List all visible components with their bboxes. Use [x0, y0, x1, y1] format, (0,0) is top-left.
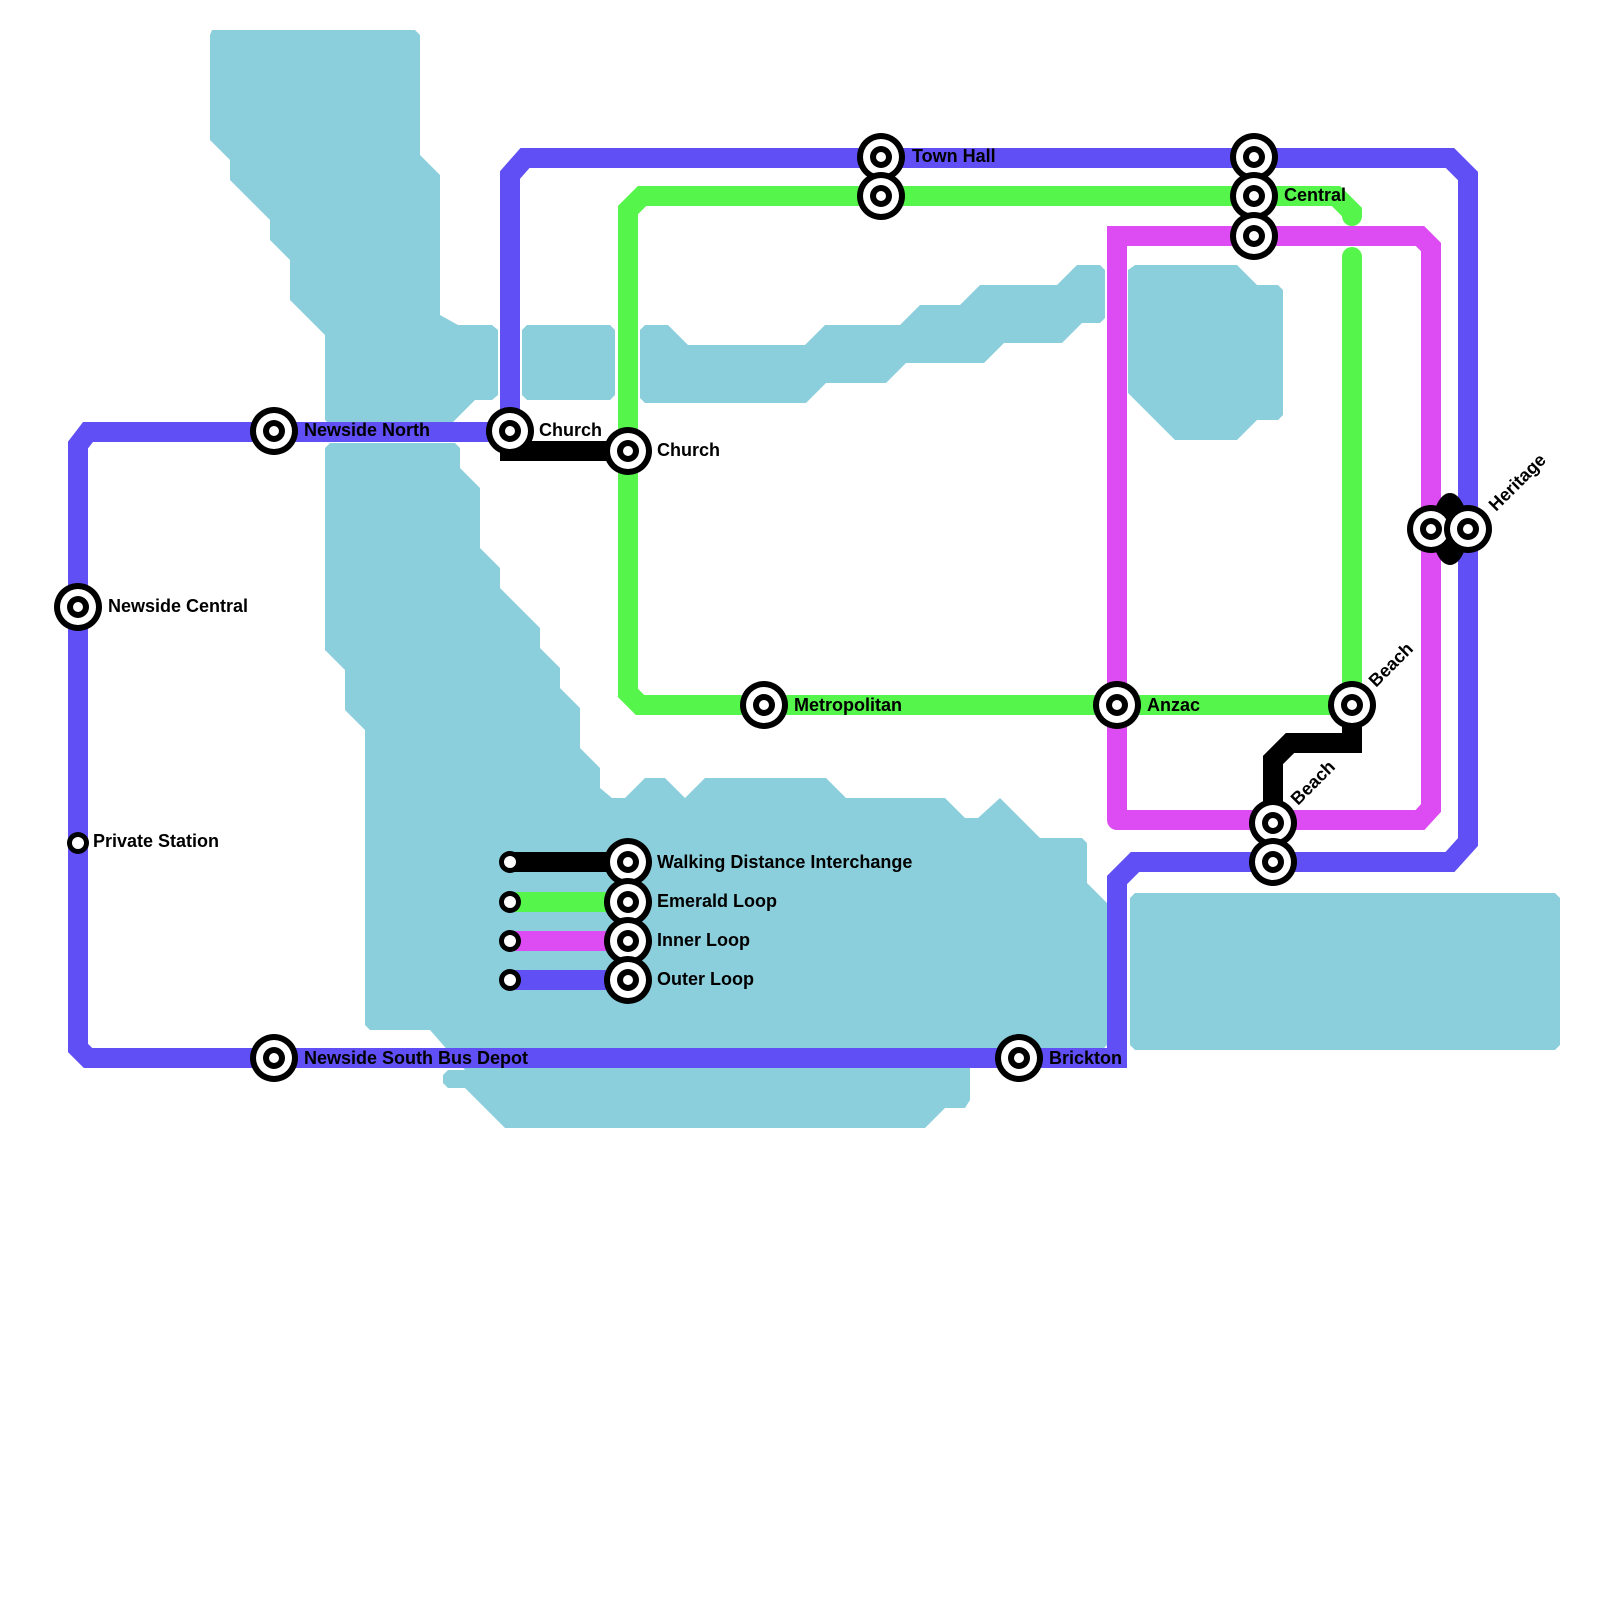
- legend-marker-start-0[interactable]: [499, 851, 521, 873]
- station-church-outer[interactable]: [486, 407, 534, 455]
- water-bodies: [210, 30, 1560, 1128]
- station-church-emerald[interactable]: [604, 427, 652, 475]
- label-heritage[interactable]: Heritage: [1485, 450, 1550, 515]
- label-beach-inner[interactable]: Beach: [1287, 756, 1339, 808]
- label-anzac[interactable]: Anzac: [1147, 695, 1200, 715]
- water-channel-b: [640, 265, 1105, 403]
- legend-marker-start-1[interactable]: [499, 891, 521, 913]
- station-newside-north[interactable]: [250, 407, 298, 455]
- legend-label-walking: Walking Distance Interchange: [657, 852, 912, 872]
- legend-label-inner: Inner Loop: [657, 930, 750, 950]
- station-private-station[interactable]: [67, 832, 89, 854]
- outer-loop-line[interactable]: [68, 148, 1478, 1068]
- station-anzac[interactable]: [1093, 681, 1141, 729]
- water-bay-southeast: [1130, 893, 1560, 1050]
- label-metropolitan[interactable]: Metropolitan: [794, 695, 902, 715]
- station-beach-outer[interactable]: [1249, 838, 1297, 886]
- station-town-hall-emerald[interactable]: [857, 172, 905, 220]
- water-lake-east: [1128, 265, 1283, 440]
- legend-marker-end-2[interactable]: [604, 917, 652, 965]
- station-brickton[interactable]: [995, 1034, 1043, 1082]
- station-beach-inner[interactable]: [1249, 799, 1297, 847]
- emerald-loop-line[interactable]: [618, 186, 1362, 715]
- legend: Walking Distance Interchange Emerald Loo…: [499, 838, 912, 1004]
- legend-marker-start-2[interactable]: [499, 930, 521, 952]
- legend-label-outer: Outer Loop: [657, 969, 754, 989]
- label-beach-emerald[interactable]: Beach: [1365, 638, 1417, 690]
- water-channel-a: [522, 325, 615, 400]
- legend-marker-end-0[interactable]: [604, 838, 652, 886]
- label-town-hall[interactable]: Town Hall: [912, 146, 996, 166]
- station-metropolitan[interactable]: [740, 681, 788, 729]
- legend-item-walking: Walking Distance Interchange: [510, 852, 912, 872]
- label-brickton[interactable]: Brickton: [1049, 1048, 1122, 1068]
- station-newside-central[interactable]: [54, 583, 102, 631]
- station-heritage-outer[interactable]: [1444, 505, 1492, 553]
- station-central-outer[interactable]: [1230, 133, 1278, 181]
- water-river-north: [210, 30, 498, 425]
- label-newside-central[interactable]: Newside Central: [108, 596, 248, 616]
- stations: [54, 133, 1492, 1082]
- walking-link-beach: [1263, 710, 1362, 830]
- legend-label-emerald: Emerald Loop: [657, 891, 777, 911]
- station-heritage-inner[interactable]: [1407, 505, 1455, 553]
- water-river-south: [325, 443, 1107, 1128]
- label-church-emerald[interactable]: Church: [657, 440, 720, 460]
- inner-loop-line[interactable]: [1107, 226, 1441, 830]
- label-private-station[interactable]: Private Station: [93, 831, 219, 851]
- station-newside-south[interactable]: [250, 1034, 298, 1082]
- legend-marker-end-3[interactable]: [604, 956, 652, 1004]
- station-central-emerald[interactable]: [1230, 172, 1278, 220]
- station-beach-emerald[interactable]: [1328, 681, 1376, 729]
- station-central-inner[interactable]: [1230, 212, 1278, 260]
- label-central[interactable]: Central: [1284, 185, 1346, 205]
- label-newside-north[interactable]: Newside North: [304, 420, 430, 440]
- label-church-outer[interactable]: Church: [539, 420, 602, 440]
- legend-marker-start-3[interactable]: [499, 969, 521, 991]
- legend-markers: [499, 838, 652, 1004]
- station-town-hall-outer[interactable]: [857, 133, 905, 181]
- legend-marker-end-1[interactable]: [604, 878, 652, 926]
- label-newside-south[interactable]: Newside South Bus Depot: [304, 1048, 528, 1068]
